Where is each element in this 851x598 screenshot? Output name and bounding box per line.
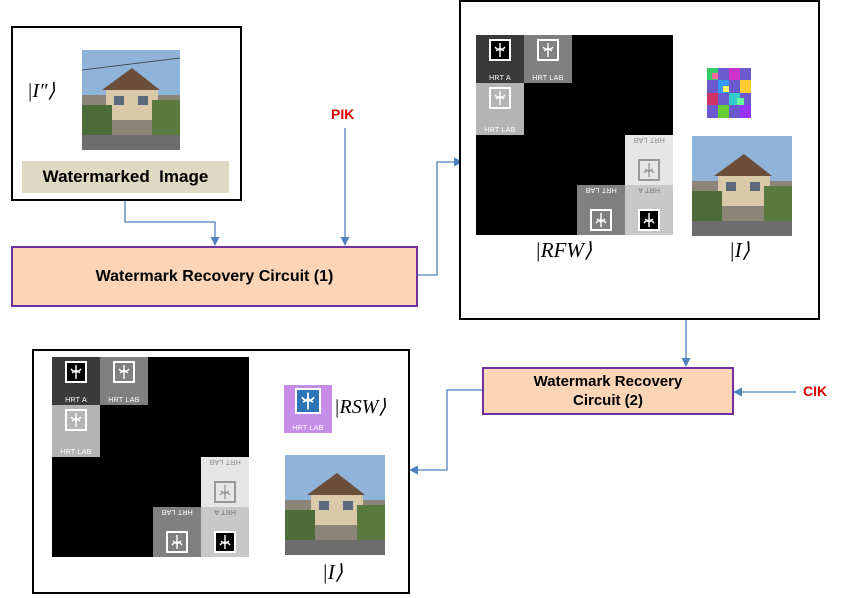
recovered-house-image-1 [692,136,792,236]
rsw-ket: |RSW⟩ [334,396,387,418]
rfw-tile: HRT LAB [524,35,572,83]
arrow-circuit2-to-panel [409,389,482,475]
scrambled-watermark-image [707,68,751,118]
rfw-output-panel: HRT A HRT LAB HRT LAB HRT LAB HRT LAB [459,0,820,320]
rfw-tile: HRT A [476,35,524,83]
rsw-tile-label: HRT A [65,397,87,404]
rfw-tile-label: HRT LAB [484,127,516,134]
rfw-tile: HRT A [625,185,673,235]
rsw-tile: HRT LAB [52,405,100,457]
rfw-tile: HRT LAB [577,185,625,235]
pik-key-label: PIK [331,106,355,122]
rsw-watermark-image: HRT LAB [284,385,332,433]
image-ket-2: |I⟩ [322,560,343,584]
recovered-house-image-2 [285,455,385,555]
rsw-tile: HRT LAB [100,357,148,405]
rfw-image: HRT A HRT LAB HRT LAB HRT LAB HRT LAB [476,35,673,235]
rfw-ket: |RFW⟩ [535,238,593,262]
rsw-output-panel: HRT A HRT LAB HRT LAB HRT LAB HRT LAB [32,349,410,594]
rfw-tile-label: HRT A [489,75,511,82]
rsw-tile: HRT A [52,357,100,405]
rfw-tile-label: HRT A [638,186,660,193]
watermark-recovery-circuit-2: Watermark Recovery Circuit (2) [482,367,734,415]
watermarked-image-panel: |I″⟩ Watermarked Image [11,26,242,201]
arrow-image-to-circuit1 [124,200,220,246]
rsw-tile: HRT A [201,507,249,557]
rsw-tile-label: HRT LAB [161,508,193,515]
rsw-tile-label: HRT A [214,508,236,515]
rfw-tile-label: HRT LAB [633,136,665,143]
rsw-black-image: HRT A HRT LAB HRT LAB HRT LAB HRT LAB [52,357,249,557]
rsw-tile: HRT LAB [153,507,201,557]
watermarked-image-caption: Watermarked Image [22,161,229,193]
rsw-tile-label: HRT LAB [108,397,140,404]
rsw-tile-label: HRT LAB [60,449,92,456]
circuit1-label: Watermark Recovery Circuit (1) [95,267,334,285]
circuit2-label-line1: Watermark Recovery [533,373,683,390]
cik-key-label: CIK [803,383,828,399]
watermarked-house-image [82,50,180,150]
rfw-tile-label: HRT LAB [585,186,617,193]
rsw-watermark-label: HRT LAB [292,425,324,432]
caption-text: Watermarked Image [42,167,209,186]
rsw-tile-label: HRT LAB [209,458,241,465]
arrow-circuit1-to-panel [418,157,463,276]
rsw-tile: HRT LAB [201,457,249,507]
rfw-tile: HRT LAB [476,83,524,135]
image-ket-1: |I⟩ [729,238,750,262]
rfw-tile: HRT LAB [625,135,673,185]
watermark-recovery-circuit-1: Watermark Recovery Circuit (1) [11,246,418,307]
rfw-tile-label: HRT LAB [532,75,564,82]
circuit2-label-line2: Circuit (2) [572,392,643,409]
watermarked-image-ket: |I″⟩ [27,80,56,102]
